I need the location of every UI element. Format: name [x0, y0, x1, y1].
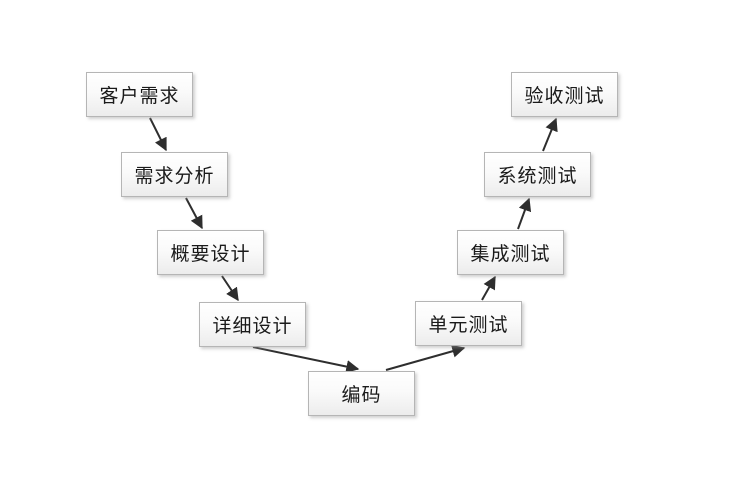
arrow-coding-to-unit-testing [385, 344, 466, 371]
node-label: 需求分析 [134, 166, 215, 187]
node-requirements-analysis: 需求分析 [121, 152, 228, 197]
node-label: 概要设计 [170, 244, 251, 265]
arrow-detailed-design-to-coding [252, 346, 360, 373]
node-label: 编码 [341, 385, 382, 406]
arrow-high-level-design-to-detailed-design [221, 275, 239, 302]
node-integration-testing: 集成测试 [457, 230, 564, 275]
node-unit-testing: 单元测试 [415, 301, 522, 346]
node-system-testing: 系统测试 [484, 152, 591, 197]
node-detailed-design: 详细设计 [199, 302, 306, 347]
arrow-system-testing-to-acceptance-testing [542, 117, 558, 152]
node-customer-requirements: 客户需求 [86, 72, 193, 117]
node-label: 系统测试 [497, 166, 578, 187]
node-label: 客户需求 [99, 86, 180, 107]
node-label: 单元测试 [428, 315, 509, 336]
node-label: 详细设计 [212, 316, 293, 337]
arrow-integration-testing-to-system-testing [517, 197, 532, 230]
arrow-unit-testing-to-integration-testing [481, 275, 496, 301]
node-high-level-design: 概要设计 [157, 230, 264, 275]
arrow-requirements-analysis-to-high-level-design [185, 197, 203, 230]
node-label: 集成测试 [470, 244, 551, 265]
node-acceptance-testing: 验收测试 [511, 72, 618, 117]
node-label: 验收测试 [524, 86, 605, 107]
arrow-customer-requirements-to-requirements-analysis [149, 117, 167, 152]
node-coding: 编码 [308, 371, 415, 416]
